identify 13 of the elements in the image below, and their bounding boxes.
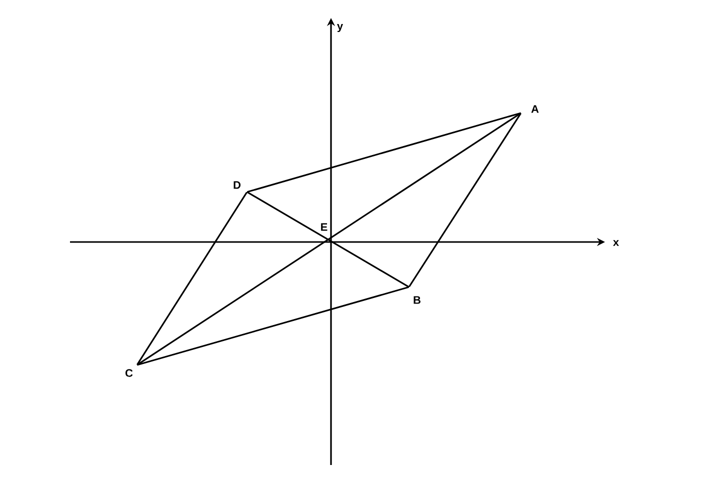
axis-label: x	[613, 240, 619, 246]
line-segment	[137, 112, 521, 366]
line-segment	[137, 286, 409, 366]
point-label: C	[125, 369, 133, 377]
point-label: A	[531, 105, 539, 113]
line-segment	[247, 112, 521, 193]
axis-label: y	[337, 24, 343, 32]
line-segment	[136, 192, 248, 365]
point-label: E	[321, 223, 328, 231]
point-label: B	[414, 296, 420, 304]
line-segment	[408, 113, 522, 287]
point-label: D	[234, 181, 241, 189]
line-segment	[247, 192, 409, 288]
